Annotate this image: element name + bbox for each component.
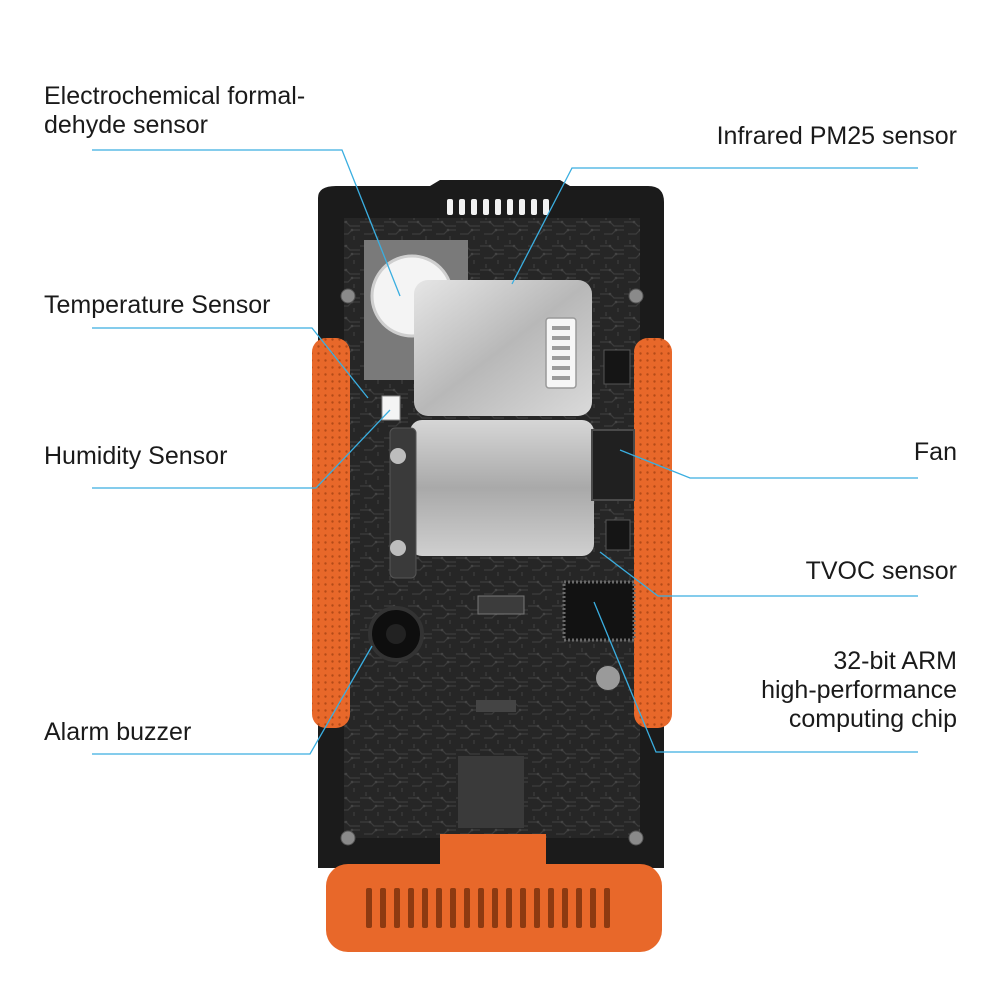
bottom-vent xyxy=(366,888,610,928)
leader-temperature xyxy=(92,327,369,399)
label-formaldehyde-line2: dehyde sensor xyxy=(44,111,209,139)
label-pm25: Infrared PM25 sensor xyxy=(716,122,957,150)
leader-pm25 xyxy=(511,167,918,285)
left-grip xyxy=(312,338,350,728)
pm25-sensor-lower xyxy=(410,420,594,556)
label-tvoc: TVOC sensor xyxy=(805,557,957,585)
label-humidity: Humidity Sensor xyxy=(44,442,228,470)
label-temperature: Temperature Sensor xyxy=(44,291,271,319)
leader-arm xyxy=(593,601,918,753)
ribbon-connector xyxy=(477,595,525,615)
label-formaldehyde: Electrochemical formal- dehyde sensor xyxy=(44,82,305,140)
label-arm-line2: high-performance xyxy=(761,676,957,704)
tvoc-sensor xyxy=(605,519,631,551)
leader-fan xyxy=(619,449,918,479)
label-arm-line3: computing chip xyxy=(788,705,957,733)
leader-humidity xyxy=(92,409,391,489)
leader-formaldehyde xyxy=(92,149,401,297)
leader-tvoc xyxy=(599,551,918,597)
right-grip xyxy=(634,338,672,728)
leader-alarm xyxy=(92,645,373,755)
small-chip xyxy=(603,349,631,385)
top-vent xyxy=(447,199,549,215)
screw-icon xyxy=(340,288,644,846)
bottom-module xyxy=(458,756,524,828)
label-arm: 32-bit ARM high-performance computing ch… xyxy=(761,647,957,734)
label-formaldehyde-line1: Electrochemical formal- xyxy=(44,82,306,110)
label-fan: Fan xyxy=(913,438,957,466)
label-arm-line1: 32-bit ARM xyxy=(833,647,957,675)
fan xyxy=(591,429,635,501)
leader-lines xyxy=(92,149,918,755)
arm-chip xyxy=(562,580,636,642)
label-alarm: Alarm buzzer xyxy=(44,718,192,746)
